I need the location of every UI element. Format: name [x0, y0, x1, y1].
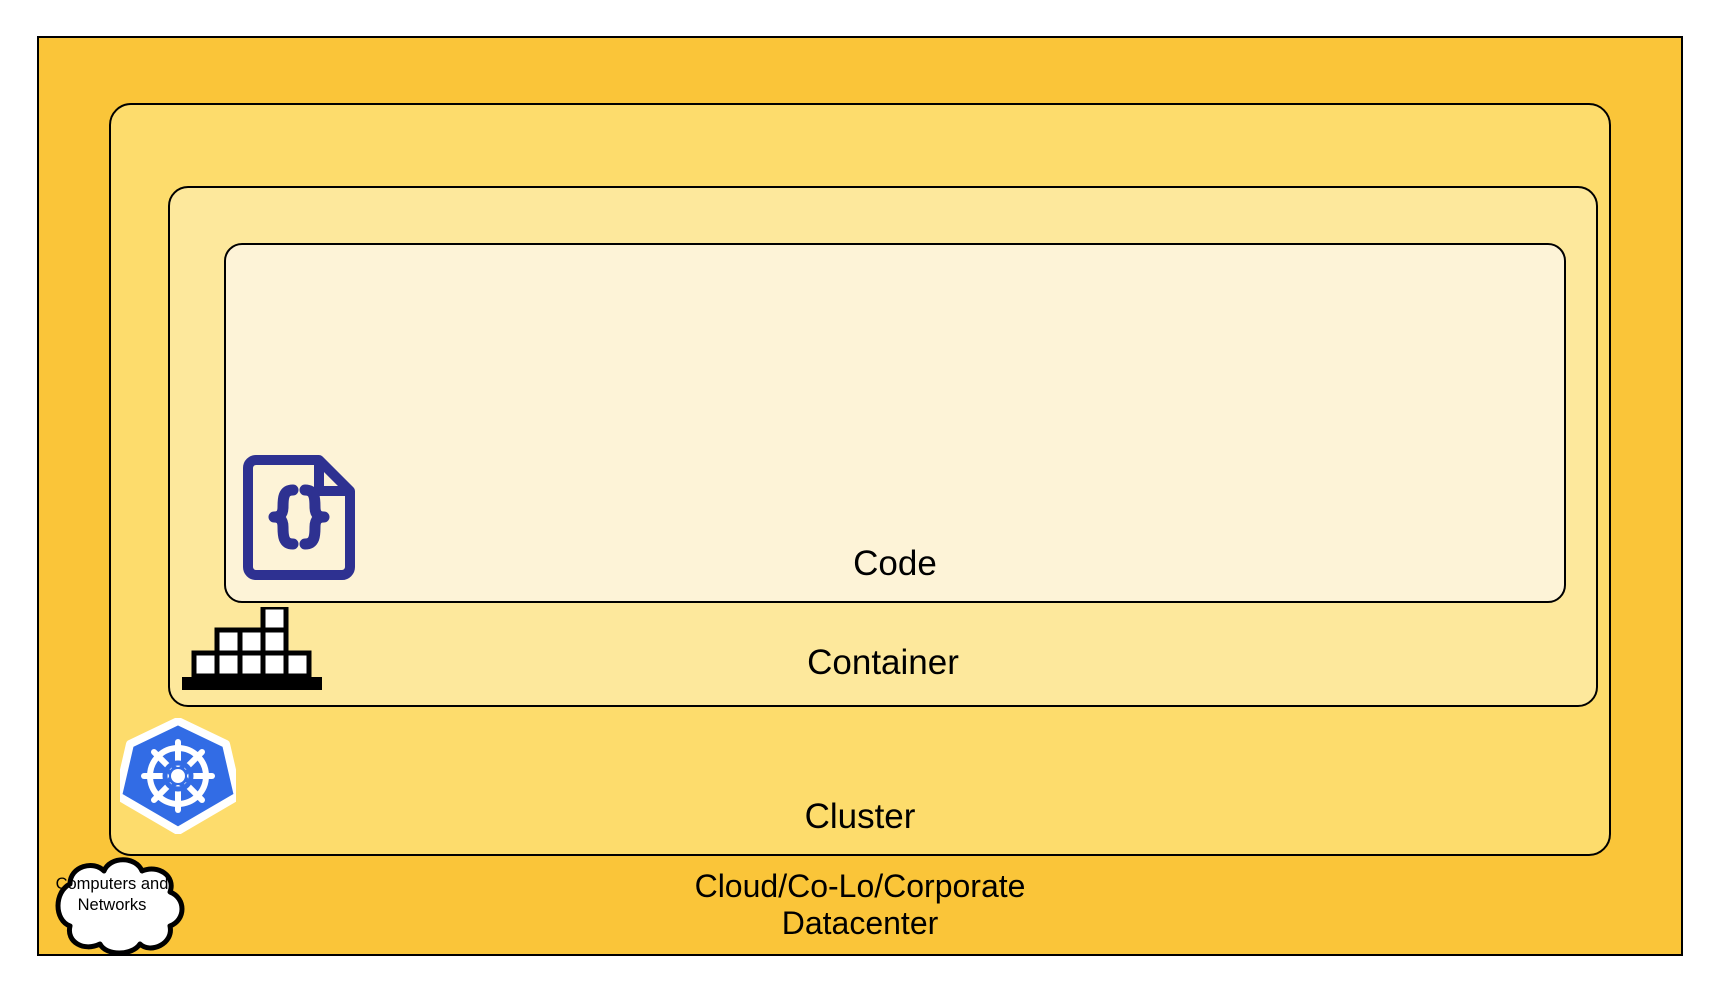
json-code-file-icon — [243, 455, 355, 580]
layer-code[interactable] — [224, 243, 1566, 603]
container-boxes-icon — [182, 604, 322, 692]
computers-and-networks-cloud[interactable] — [36, 852, 188, 956]
kubernetes-helm-icon — [114, 717, 242, 835]
